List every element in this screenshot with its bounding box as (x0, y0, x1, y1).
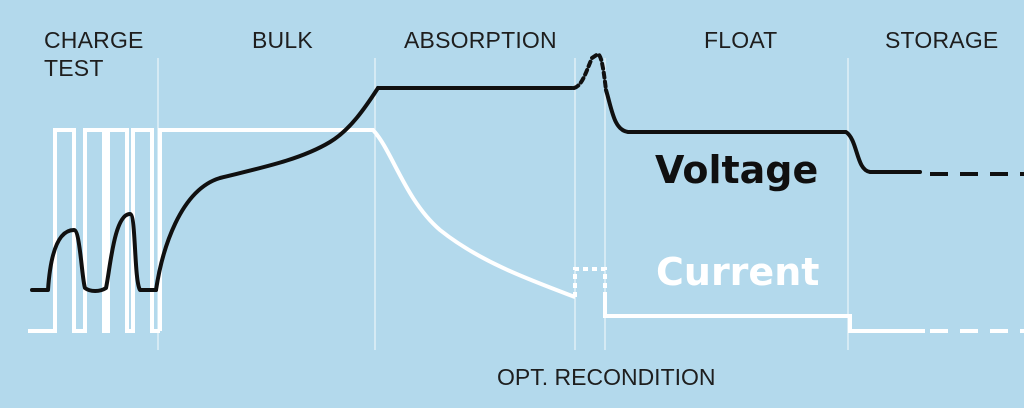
stage-label-float: FLOAT (704, 27, 778, 53)
current-charge-test-pulses (28, 128, 160, 333)
current-recondition-dotted (573, 267, 607, 297)
voltage-charge-test-bumps (30, 212, 158, 293)
stage-label-charge-test-line1: CHARGE (44, 27, 144, 53)
stage-label-storage: STORAGE (885, 27, 999, 53)
stage-label-absorption: ABSORPTION (404, 27, 557, 53)
stage-label-charge-test-line2: TEST (44, 55, 104, 81)
current-label: Current (656, 250, 820, 294)
stage-label-charge-test: CHARGE TEST (44, 26, 144, 82)
stage-label-recondition: OPT. RECONDITION (497, 364, 716, 390)
voltage-float (604, 88, 922, 174)
current-float (603, 297, 925, 333)
voltage-recondition-dotted (572, 52, 608, 92)
stage-dividers (157, 58, 849, 350)
current-curve (28, 128, 1024, 333)
voltage-bulk-rise (154, 86, 380, 292)
current-bulk-absorption (158, 128, 576, 331)
stage-label-bulk: BULK (252, 27, 313, 53)
voltage-label: Voltage (655, 148, 819, 192)
voltage-curve (30, 52, 1024, 293)
